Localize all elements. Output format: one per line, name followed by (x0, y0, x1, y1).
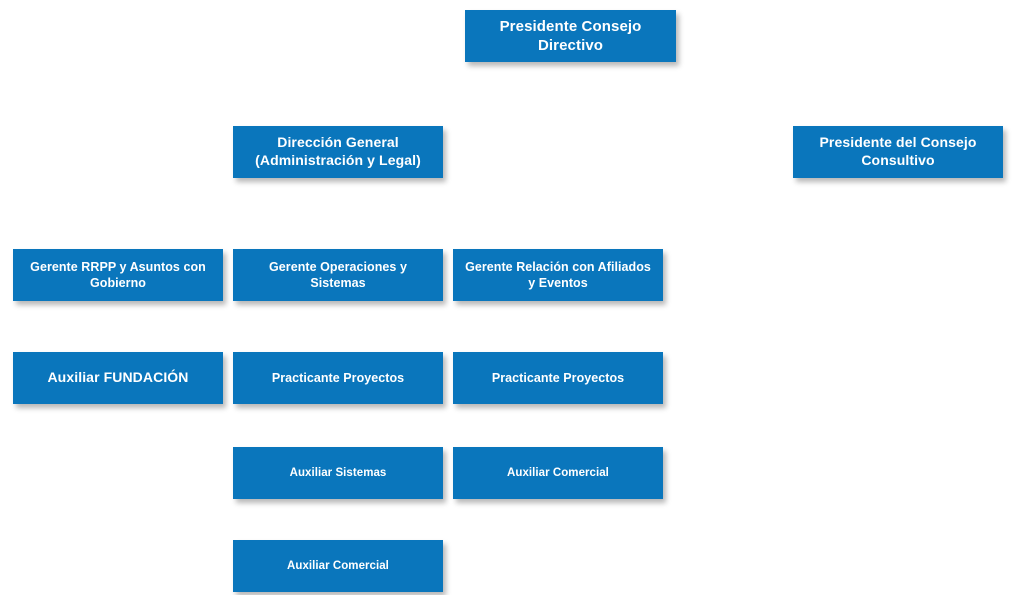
org-node-auxiliar-fundacion[interactable]: Auxiliar FUNDACIÓN (13, 352, 223, 404)
org-node-practicante-proyectos-2[interactable]: Practicante Proyectos (453, 352, 663, 404)
org-node-auxiliar-comercial-1[interactable]: Auxiliar Comercial (453, 447, 663, 499)
org-node-label: Presidente del Consejo Consultivo (819, 134, 977, 168)
org-node-label: Auxiliar Sistemas (289, 466, 387, 479)
org-node-label: Dirección General (Administración y Lega… (255, 134, 421, 168)
org-node-label: Auxiliar Comercial (507, 466, 609, 479)
org-node-label: Gerente Operaciones y Sistemas (269, 260, 407, 290)
org-node-label: Practicante Proyectos (271, 371, 405, 385)
org-node-label: Auxiliar FUNDACIÓN (47, 369, 189, 386)
org-node-gerente-operaciones-sistemas[interactable]: Gerente Operaciones y Sistemas (233, 249, 443, 301)
org-node-label: Auxiliar Comercial (287, 559, 389, 572)
org-node-label: Practicante Proyectos (491, 371, 625, 385)
org-node-label: Gerente RRPP y Asuntos con Gobierno (30, 260, 206, 290)
org-node-auxiliar-sistemas[interactable]: Auxiliar Sistemas (233, 447, 443, 499)
org-node-presidente-consejo-consultivo[interactable]: Presidente del Consejo Consultivo (793, 126, 1003, 178)
org-node-gerente-relacion-afiliados[interactable]: Gerente Relación con Afiliados y Eventos (453, 249, 663, 301)
org-node-label: Gerente Relación con Afiliados y Eventos (465, 260, 651, 290)
org-node-label: Presidente Consejo Directivo (499, 17, 642, 54)
org-node-gerente-rrpp[interactable]: Gerente RRPP y Asuntos con Gobierno (13, 249, 223, 301)
org-node-presidente-consejo-directivo[interactable]: Presidente Consejo Directivo (465, 10, 676, 62)
org-node-auxiliar-comercial-2[interactable]: Auxiliar Comercial (233, 540, 443, 592)
org-node-direccion-general[interactable]: Dirección General (Administración y Lega… (233, 126, 443, 178)
org-node-practicante-proyectos-1[interactable]: Practicante Proyectos (233, 352, 443, 404)
